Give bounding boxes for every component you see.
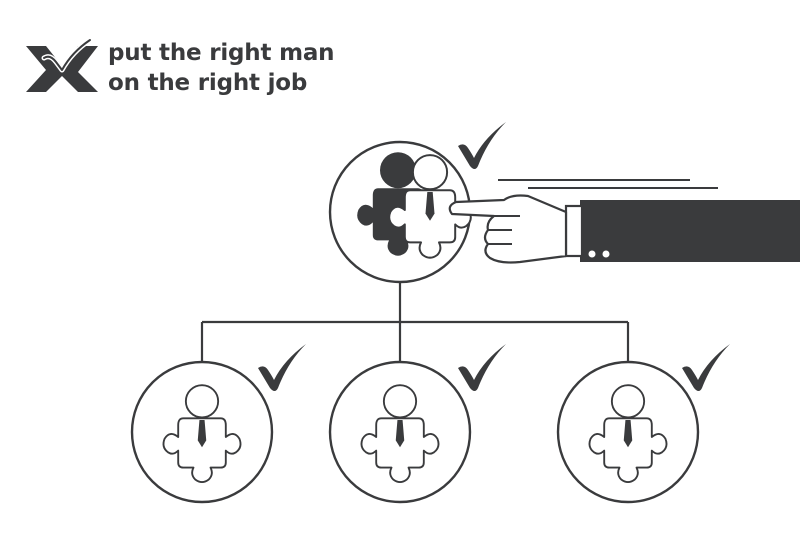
headline-line-1: put the right man (108, 40, 335, 66)
subordinate-node-center (328, 360, 472, 504)
subordinate-node-right (556, 360, 700, 504)
checkmark-icon (682, 344, 730, 391)
headline: put the right man on the right job (108, 38, 335, 98)
checkmark-icon (458, 122, 506, 169)
pointing-hand-icon (448, 179, 800, 264)
headline-line-2: on the right job (108, 70, 308, 96)
subordinate-node-left (130, 360, 274, 504)
checkmark-icon (258, 344, 306, 391)
hierarchy-connectors (200, 282, 630, 362)
checkmark-icon (458, 344, 506, 391)
checkmark-puzzle-logo-icon (26, 37, 98, 92)
